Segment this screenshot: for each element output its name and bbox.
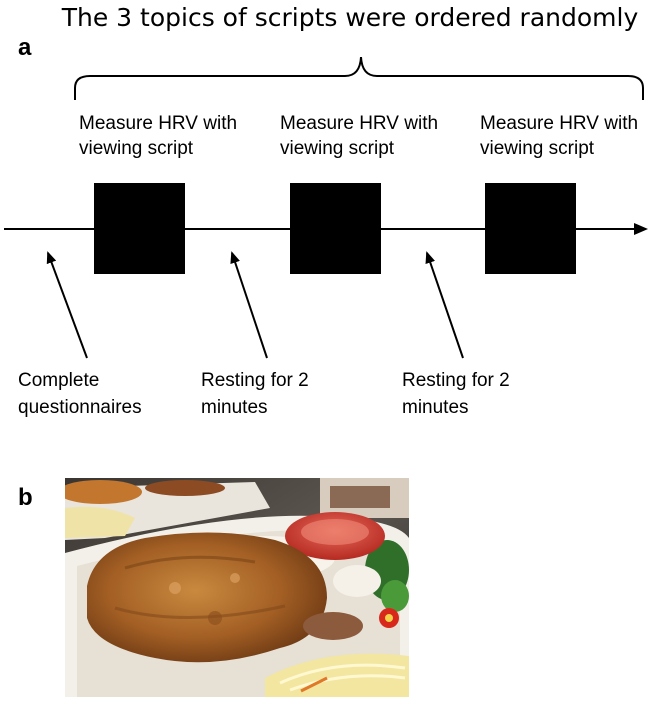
- pointer-arrow-rest-2: [425, 251, 464, 359]
- measurement-block-2: [290, 183, 381, 274]
- panel-b-label: b: [18, 484, 33, 511]
- fried-pork-chop-bento-photo: [65, 478, 409, 697]
- note-label-rest-1: Resting for 2 minutes: [201, 370, 309, 418]
- pointer-arrow-questionnaires: [46, 251, 88, 359]
- step-label-2: Measure HRV with viewing script: [280, 113, 439, 159]
- step-label-3: Measure HRV with viewing script: [480, 113, 639, 159]
- panel-a-label: a: [18, 34, 32, 61]
- measurement-block-3: [485, 183, 576, 274]
- step-label-1: Measure HRV with viewing script: [79, 113, 238, 159]
- note-label-questionnaires: Complete questionnaires: [18, 370, 142, 418]
- pointer-arrow-rest-1: [230, 251, 268, 359]
- note-label-rest-2: Resting for 2 minutes: [402, 370, 510, 418]
- grouping-brace: [74, 56, 644, 100]
- timeline-arrowhead: [634, 223, 648, 235]
- figure-title: The 3 topics of scripts were ordered ran…: [61, 3, 639, 32]
- timeline-diagram: [4, 56, 648, 359]
- measurement-block-1: [94, 183, 185, 274]
